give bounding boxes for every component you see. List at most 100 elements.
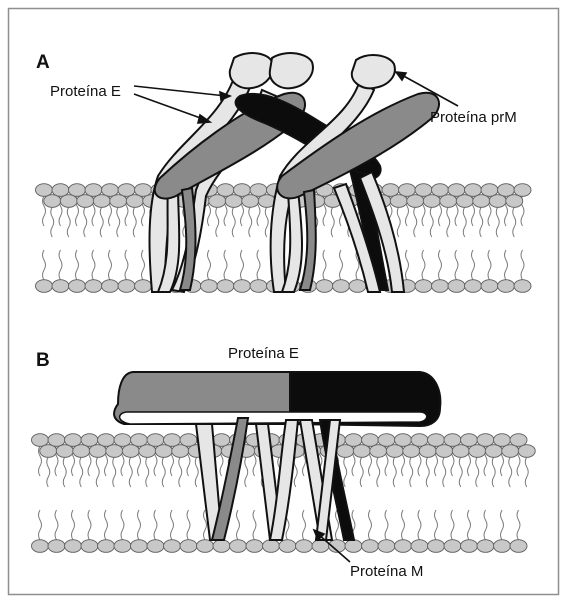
lipid-tail	[463, 207, 466, 237]
lipid-tail	[216, 207, 219, 237]
lipid-tail	[179, 457, 182, 487]
lipid-head	[411, 434, 428, 447]
lipid-tail	[133, 207, 136, 237]
lipid-tail	[43, 250, 46, 280]
lipid-tail	[125, 250, 128, 280]
lipid-tail	[447, 207, 450, 237]
lipid-head	[436, 445, 453, 458]
lipid-tail	[480, 207, 483, 237]
lipid-head	[362, 434, 379, 447]
lipid-head	[69, 184, 86, 197]
protein-prm-heads-left	[230, 53, 313, 88]
lipid-head	[481, 280, 498, 293]
lipid-head	[242, 195, 259, 208]
lipid-head	[110, 195, 127, 208]
lipid-head	[126, 195, 143, 208]
lipid-head	[349, 280, 366, 293]
lipid-head	[477, 434, 494, 447]
lipid-tail	[496, 207, 499, 237]
lipid-head	[432, 280, 449, 293]
lipid-head	[102, 280, 119, 293]
lipid-tail	[406, 250, 409, 280]
panel-b-letter: B	[36, 350, 50, 371]
lipid-head	[131, 434, 148, 447]
lipid-head	[461, 434, 478, 447]
lipid-tail	[340, 250, 343, 280]
lipid-tail	[47, 457, 50, 487]
lipid-tail	[265, 207, 268, 237]
lipid-tail	[509, 457, 512, 487]
lipid-tail	[72, 510, 75, 540]
lipid-head	[461, 540, 478, 553]
lipid-head	[456, 195, 473, 208]
lipid-head	[98, 540, 115, 553]
lipid-head	[197, 540, 214, 553]
lipid-head	[230, 540, 247, 553]
lipid-head	[234, 184, 251, 197]
lipid-head	[217, 280, 234, 293]
lipid-tail	[414, 207, 417, 237]
lipid-head	[514, 280, 531, 293]
lipid-head	[122, 445, 139, 458]
lipid-head	[250, 184, 267, 197]
lipid-head	[415, 280, 432, 293]
lipid-tail	[501, 510, 504, 540]
lipid-head	[102, 184, 119, 197]
lipid-head	[44, 195, 61, 208]
lipid-tail	[208, 250, 211, 280]
lipid-tail	[455, 250, 458, 280]
lipid-head	[510, 540, 527, 553]
lipid-head	[494, 434, 511, 447]
lipid-tail	[224, 250, 227, 280]
lipid-head	[135, 184, 152, 197]
lipid-head	[510, 434, 527, 447]
lipid-head	[407, 195, 424, 208]
lipid-head	[93, 195, 110, 208]
lipid-head	[403, 445, 420, 458]
lipid-tail	[303, 510, 306, 540]
lipid-tail	[245, 457, 248, 487]
lipid-head	[131, 540, 148, 553]
lipid-tail	[294, 457, 297, 487]
protein-prm-head-right	[352, 55, 395, 88]
lipid-head	[217, 184, 234, 197]
lipid-head	[514, 184, 531, 197]
lipid-tail	[505, 250, 508, 280]
lipid-head	[85, 184, 102, 197]
label-proteina-e-a: Proteína E	[50, 83, 121, 100]
lipid-tail	[105, 510, 108, 540]
lipid-tail	[484, 510, 487, 540]
lipid-tail	[232, 207, 235, 237]
lipid-head	[473, 195, 490, 208]
lipid-head	[481, 184, 498, 197]
lipid-tail	[154, 510, 157, 540]
lipid-tail	[146, 457, 149, 487]
lipid-tail	[257, 250, 260, 280]
lipid-tail	[422, 250, 425, 280]
lipid-head	[164, 540, 181, 553]
lipid-tail	[92, 250, 95, 280]
lipid-tail	[385, 510, 388, 540]
lipid-tail	[249, 207, 252, 237]
lipid-tail	[377, 457, 380, 487]
protein-e-flat-dimer	[114, 372, 440, 426]
lipid-tail	[59, 250, 62, 280]
lipid-head	[485, 445, 502, 458]
lipid-head	[250, 280, 267, 293]
lipid-head	[135, 280, 152, 293]
lipid-head	[428, 540, 445, 553]
lipid-tail	[397, 207, 400, 237]
lipid-head	[201, 280, 218, 293]
lipid-head	[279, 540, 296, 553]
lipid-head	[209, 195, 226, 208]
lipid-head	[518, 445, 535, 458]
lipid-head	[180, 434, 197, 447]
lipid-head	[246, 540, 263, 553]
lipid-tail	[369, 510, 372, 540]
lipid-tail	[76, 250, 79, 280]
lipid-tail	[162, 457, 165, 487]
lipid-head	[345, 434, 362, 447]
lipid-head	[411, 540, 428, 553]
lipid-head	[147, 540, 164, 553]
lipid-tail	[100, 207, 103, 237]
